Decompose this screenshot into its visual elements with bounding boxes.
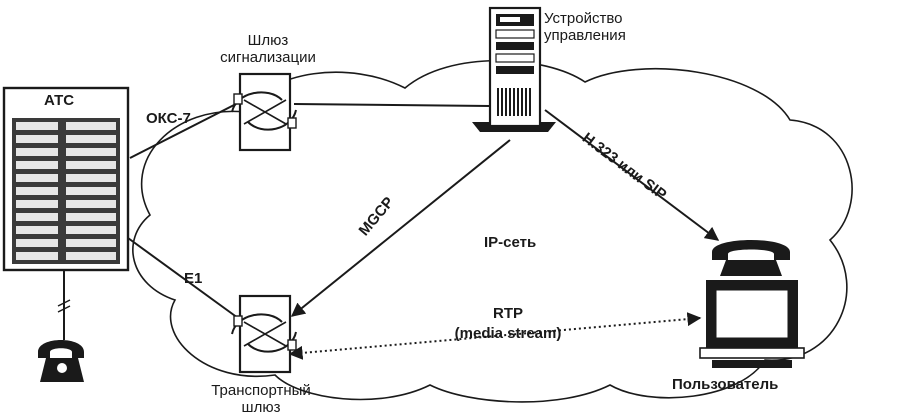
user-label: Пользователь: [672, 376, 779, 393]
pbx-label: АТС: [44, 92, 75, 109]
transport-gateway-icon: [231, 294, 297, 374]
rtp-media-stream-link: [288, 312, 702, 360]
pbx-equipment-slot: [16, 200, 58, 208]
signaling-to-control-link: [293, 103, 491, 107]
pbx-equipment-slot: [66, 239, 116, 247]
pbx-equipment-slot: [16, 148, 58, 156]
pbx-equipment-slot: [16, 135, 58, 143]
user-telephone-icon: [712, 240, 790, 276]
pbx-equipment-slot: [66, 200, 116, 208]
signaling-gateway-label: Шлюз сигнализации: [220, 32, 316, 66]
pbx-equipment-slot: [66, 174, 116, 182]
user-computer-icon: [699, 280, 805, 368]
pbx-equipment-rows: [16, 122, 116, 260]
pbx-equipment-slot: [16, 239, 58, 247]
oks7-link-label: ОКС-7: [146, 110, 191, 127]
e1-link-label: E1: [184, 270, 203, 287]
pbx-equipment-slot: [66, 226, 116, 234]
rtp-media-stream-label: RTP (media stream): [454, 305, 562, 342]
pbx-equipment-slot: [66, 252, 116, 260]
oks7-link: [129, 103, 237, 159]
pbx-equipment-slot: [66, 161, 116, 169]
ip-network-label: IP-сеть: [484, 234, 537, 251]
mgcp-link: [290, 139, 511, 317]
pbx-equipment-slot: [16, 226, 58, 234]
pbx-equipment-slot: [16, 187, 58, 195]
h323-sip-link: [544, 109, 720, 241]
pbx-equipment-slot: [66, 135, 116, 143]
control-device-server-icon: [472, 6, 556, 132]
control-device-label: Устройство управления: [544, 10, 626, 44]
e1-link: [127, 237, 239, 319]
pbx-equipment-slot: [16, 122, 58, 130]
pbx-node: [2, 86, 130, 340]
pbx-equipment-slot: [66, 187, 116, 195]
pbx-telephone-icon: [38, 340, 84, 382]
pbx-equipment-slot: [16, 213, 58, 221]
pbx-equipment-slot: [66, 148, 116, 156]
pbx-equipment-slot: [66, 122, 116, 130]
signaling-gateway-icon: [231, 72, 297, 152]
pbx-equipment-slot: [16, 174, 58, 182]
pbx-equipment-slot: [66, 213, 116, 221]
transport-gateway-label: Транспортный шлюз: [211, 382, 311, 416]
pbx-equipment-slot: [16, 161, 58, 169]
server-vents: [497, 88, 531, 116]
pbx-equipment-slot: [16, 252, 58, 260]
